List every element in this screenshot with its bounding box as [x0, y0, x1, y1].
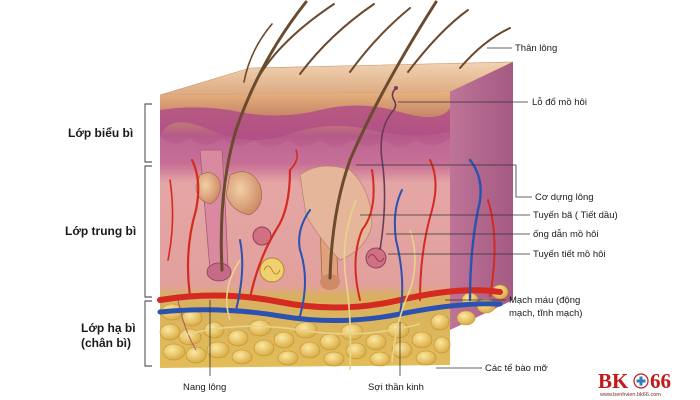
skin-block [160, 2, 513, 370]
sweat-pore [394, 86, 398, 90]
label-epidermis: Lớp biểu bì [68, 126, 133, 140]
label-blood-vessels-line2: mạch, tĩnh mạch) [509, 308, 582, 319]
logo-text-left: BK [598, 369, 629, 393]
label-nerve-fiber: Sợi thần kinh [368, 382, 424, 393]
label-sweat-duct: ống dẫn mồ hôi [533, 229, 599, 240]
label-hypodermis-line1: Lớp hạ bì [81, 321, 136, 335]
label-hair-follicle: Nang lông [183, 382, 226, 393]
bk66-logo: BK 66 www.benhvien.bk66.com [598, 369, 671, 398]
label-dermis: Lớp trung bì [65, 224, 136, 238]
label-sweat-gland: Tuyến tiết mồ hôi [533, 249, 606, 260]
logo-tagline: www.benhvien.bk66.com [599, 392, 661, 398]
label-fat-cells: Các tế bào mỡ [485, 363, 548, 374]
label-blood-vessels-line1: Mạch máu (động [509, 295, 580, 306]
logo-cross-icon [634, 374, 648, 388]
label-arrector-muscle: Cơ dựng lông [535, 192, 594, 203]
label-sweat-pore: Lỗ đổ mồ hôi [532, 97, 587, 108]
logo-text-right: 66 [650, 369, 671, 393]
layer-brackets [145, 104, 152, 366]
label-hypodermis-line2: (chân bì) [81, 336, 131, 350]
label-hair-shaft: Thân lông [515, 43, 557, 54]
label-sebaceous-gland: Tuyến bã ( Tiết dầu) [533, 210, 618, 221]
